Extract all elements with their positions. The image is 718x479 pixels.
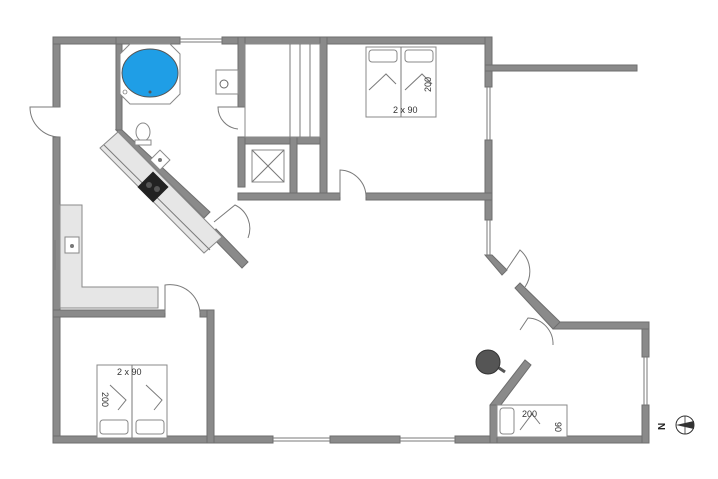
wall-shower-left bbox=[237, 136, 246, 188]
wood-stove-icon bbox=[475, 349, 506, 375]
double-bed-icon bbox=[365, 46, 437, 118]
bedroom-top-door bbox=[339, 169, 367, 198]
sink-icon bbox=[64, 236, 80, 254]
whirlpool-tub-icon bbox=[119, 43, 181, 105]
wall-bottom-room-left bbox=[489, 404, 498, 444]
wall-top-left bbox=[52, 36, 117, 45]
wall-left-upper bbox=[52, 36, 61, 108]
wall-corridor-top-right bbox=[365, 192, 493, 201]
bed-width-label: 2 x 90 bbox=[117, 367, 142, 377]
bed-width-label: 90 bbox=[553, 422, 563, 432]
wall-bottom-room-top bbox=[552, 321, 650, 330]
wall-right-bottom-lower bbox=[641, 404, 650, 444]
bedroom-br-door bbox=[519, 317, 554, 346]
bed-length-label: 200 bbox=[423, 77, 433, 92]
bedroom-bl-door bbox=[164, 284, 201, 314]
doors bbox=[29, 106, 554, 346]
interior-walls bbox=[52, 36, 493, 444]
wall-top-right bbox=[221, 36, 491, 45]
bed-length-label: 200 bbox=[522, 409, 537, 419]
terrace-door bbox=[504, 249, 531, 288]
double-bed-icon bbox=[96, 364, 168, 439]
stairs bbox=[244, 43, 321, 138]
entry-door bbox=[29, 106, 61, 138]
wall-bedroom-bl-top bbox=[52, 309, 166, 318]
bed-width-label: 2 x 90 bbox=[393, 105, 418, 115]
bath-door bbox=[217, 106, 239, 130]
angled-wall-b bbox=[514, 282, 561, 330]
toilet-icon bbox=[134, 122, 152, 146]
compass-icon bbox=[675, 415, 695, 435]
wall-top-bath bbox=[115, 36, 181, 45]
compass-label: N bbox=[657, 423, 668, 430]
sink-icon bbox=[149, 149, 171, 171]
left-counter bbox=[59, 204, 159, 309]
wall-shower-right bbox=[289, 136, 298, 198]
wall-stair-bottom bbox=[237, 136, 321, 145]
stove-icon bbox=[137, 171, 169, 203]
terrace-wall bbox=[484, 64, 638, 72]
windows bbox=[54, 38, 648, 442]
kitchen-door bbox=[213, 204, 251, 239]
bed-length-label: 200 bbox=[100, 392, 110, 407]
wall-bedroom-bl-right bbox=[206, 309, 215, 444]
angled-wall-a bbox=[483, 254, 508, 276]
wall-stair-right bbox=[319, 36, 328, 198]
wall-right-mid bbox=[484, 139, 493, 221]
wall-left-lower bbox=[52, 136, 61, 441]
wall-bath-right bbox=[237, 36, 246, 108]
outer-walls bbox=[52, 36, 650, 444]
wall-right-upper bbox=[484, 36, 493, 88]
wall-bottom-mid bbox=[329, 435, 401, 444]
single-bed-icon bbox=[496, 404, 568, 438]
wall-corridor-top-left bbox=[237, 192, 341, 201]
washing-machine-icon bbox=[215, 69, 239, 95]
shower-icon bbox=[251, 149, 285, 183]
